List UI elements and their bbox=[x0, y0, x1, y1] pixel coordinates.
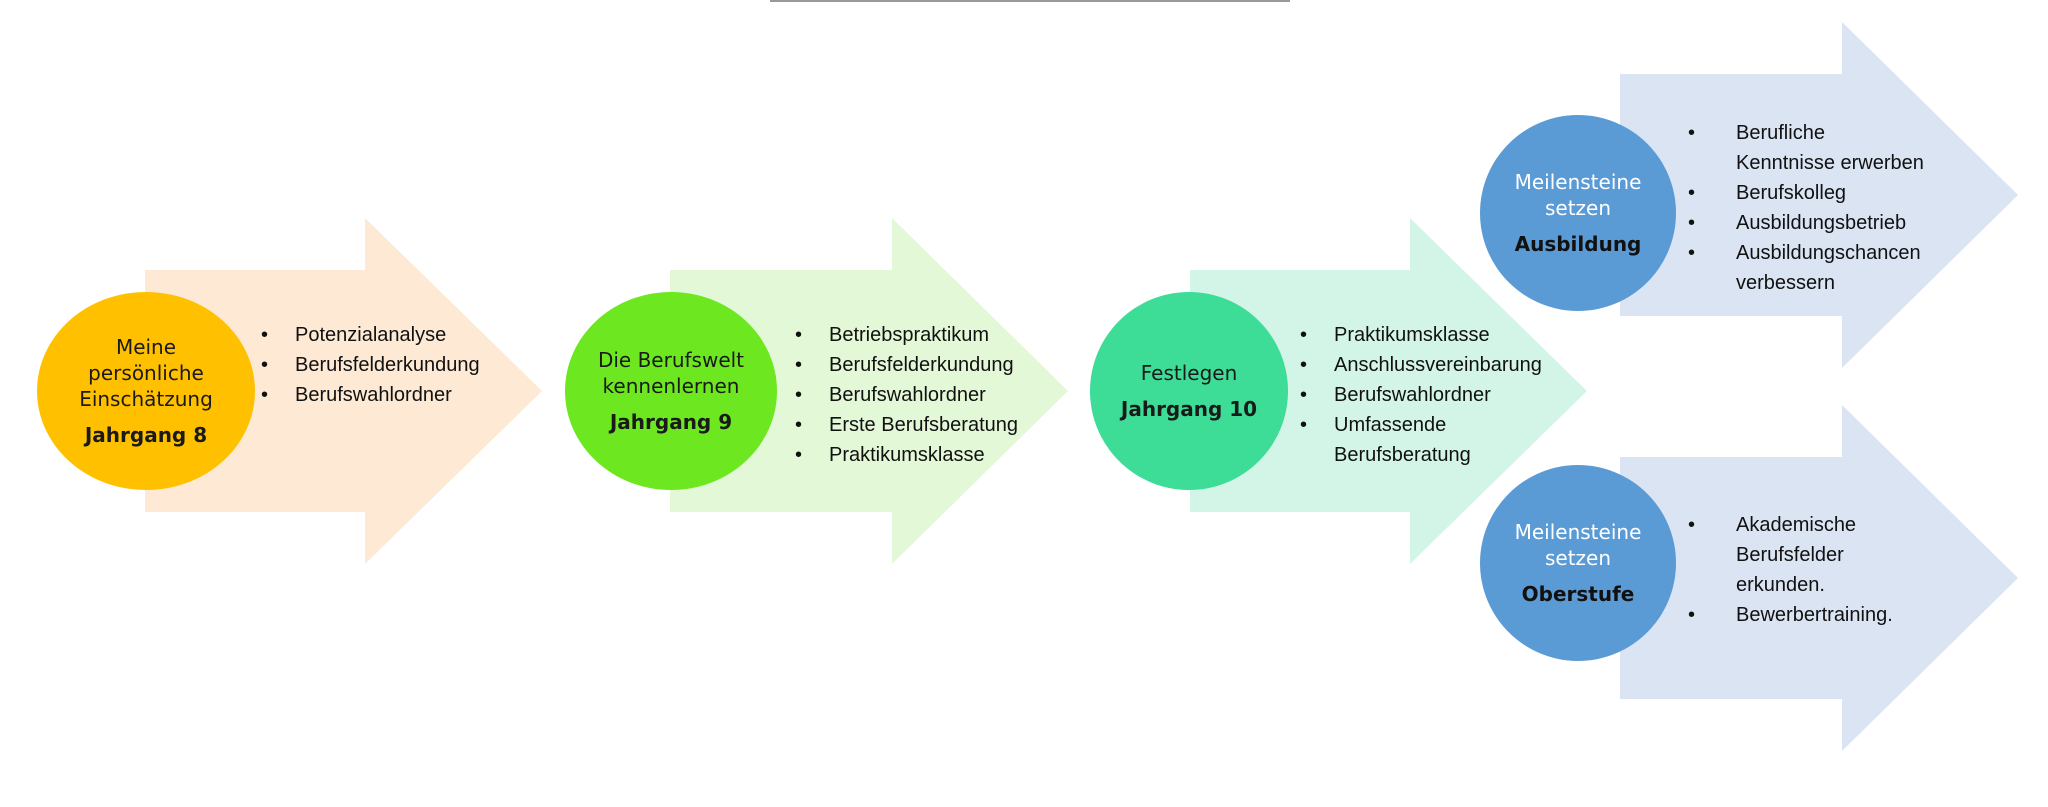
list-item: Berufsfelderkundung bbox=[261, 350, 480, 380]
step-grade: Jahrgang 10 bbox=[1120, 397, 1258, 421]
step-circle-jahrgang-9: Die Berufswelt kennenlernen Jahrgang 9 bbox=[565, 292, 777, 490]
milestone-items-oberstufe: Akademische Berufsfelder erkunden. Bewer… bbox=[1688, 510, 1893, 630]
milestone-circle-oberstufe: Meilensteine setzen Oberstufe bbox=[1480, 465, 1676, 661]
step-circle-jahrgang-10: Festlegen Jahrgang 10 bbox=[1090, 292, 1288, 490]
list-item: Berufswahlordner bbox=[1300, 380, 1560, 410]
list-item: Berufskolleg bbox=[1688, 178, 1928, 208]
step-items-jahrgang-10: Praktikumsklasse Anschlussvereinbarung B… bbox=[1300, 320, 1560, 470]
step-title: Die Berufswelt kennenlernen bbox=[597, 348, 745, 398]
list-item: Berufswahlordner bbox=[795, 380, 1018, 410]
list-item: Anschlussvereinbarung bbox=[1300, 350, 1560, 380]
list-item: Betriebspraktikum bbox=[795, 320, 1018, 350]
top-divider-line bbox=[770, 0, 1290, 2]
step-items-jahrgang-9: Betriebspraktikum Berufsfelderkundung Be… bbox=[795, 320, 1018, 470]
list-item: Berufsfelderkundung bbox=[795, 350, 1018, 380]
list-item: Ausbildungschancen verbessern bbox=[1688, 238, 1928, 298]
list-item: Akademische Berufsfelder erkunden. bbox=[1688, 510, 1866, 600]
milestone-items-ausbildung: Berufliche Kenntnisse erwerben Berufskol… bbox=[1688, 118, 1928, 298]
list-item: Praktikumsklasse bbox=[1300, 320, 1560, 350]
step-circle-jahrgang-8: Meine persönliche Einschätzung Jahrgang … bbox=[37, 292, 255, 490]
list-item: Berufswahlordner bbox=[261, 380, 480, 410]
list-item: Potenzialanalyse bbox=[261, 320, 480, 350]
step-title: Festlegen bbox=[1140, 361, 1238, 385]
list-item: Ausbildungsbetrieb bbox=[1688, 208, 1928, 238]
step-title: Meine persönliche Einschätzung bbox=[79, 335, 213, 411]
milestone-circle-ausbildung: Meilensteine setzen Ausbildung bbox=[1480, 115, 1676, 311]
list-item: Bewerbertraining. bbox=[1688, 600, 1893, 630]
step-items-jahrgang-8: Potenzialanalyse Berufsfelderkundung Ber… bbox=[261, 320, 480, 410]
step-title: Meilensteine setzen bbox=[1514, 170, 1642, 220]
step-grade: Oberstufe bbox=[1521, 582, 1635, 606]
list-item: Erste Berufsberatung bbox=[795, 410, 1018, 440]
step-grade: Jahrgang 8 bbox=[84, 423, 208, 447]
list-item: Praktikumsklasse bbox=[795, 440, 1018, 470]
list-item: Umfassende Berufsberatung bbox=[1300, 410, 1534, 470]
step-grade: Jahrgang 9 bbox=[609, 410, 733, 434]
step-grade: Ausbildung bbox=[1514, 232, 1642, 256]
step-title: Meilensteine setzen bbox=[1514, 520, 1642, 570]
list-item: Berufliche Kenntnisse erwerben bbox=[1688, 118, 1928, 178]
